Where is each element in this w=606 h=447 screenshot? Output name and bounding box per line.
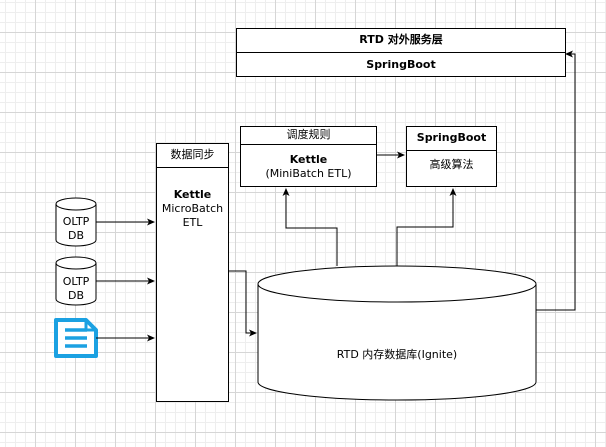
schedule-detail: (MiniBatch ETL) bbox=[265, 167, 352, 180]
file-document-icon bbox=[54, 318, 98, 358]
memory-db-label: RTD 内存数据库(Ignite) bbox=[336, 348, 458, 361]
algo-detail: 高级算法 bbox=[429, 158, 474, 171]
edge-memdb-to-algo bbox=[396, 188, 457, 266]
connectors bbox=[96, 50, 576, 342]
sync-box: 数据同步 Kettle MicroBatch ETL bbox=[156, 143, 229, 402]
sync-title: 数据同步 bbox=[157, 144, 228, 168]
schedule-title: 调度规则 bbox=[241, 127, 376, 145]
oltp-db-2-line2: DB bbox=[67, 289, 85, 302]
oltp-db-1-line1: OLTP bbox=[62, 215, 90, 228]
algo-box: SpringBoot 高级算法 bbox=[406, 126, 497, 187]
schedule-tool: Kettle bbox=[289, 153, 328, 166]
algo-title: SpringBoot bbox=[407, 127, 496, 151]
edge-sync-to-memdb bbox=[229, 270, 257, 337]
edge-memdb-to-service bbox=[536, 50, 576, 311]
oltp-db-1-line2: DB bbox=[67, 229, 85, 242]
service-layer-sub: SpringBoot bbox=[366, 58, 436, 71]
sync-tool: Kettle bbox=[173, 188, 212, 201]
service-layer-title: RTD 对外服务层 bbox=[237, 29, 565, 53]
oltp-db-2-cylinder bbox=[55, 256, 97, 306]
oltp-db-1-cylinder bbox=[55, 197, 97, 247]
memory-db-cylinder bbox=[257, 265, 537, 401]
sync-line1: MicroBatch bbox=[161, 202, 224, 215]
service-layer-box: RTD 对外服务层 SpringBoot bbox=[236, 28, 566, 77]
sync-line2: ETL bbox=[182, 216, 203, 229]
edge-memdb-to-schedule bbox=[282, 188, 338, 266]
oltp-db-2-line1: OLTP bbox=[62, 275, 90, 288]
schedule-box: 调度规则 Kettle (MiniBatch ETL) bbox=[240, 126, 377, 187]
